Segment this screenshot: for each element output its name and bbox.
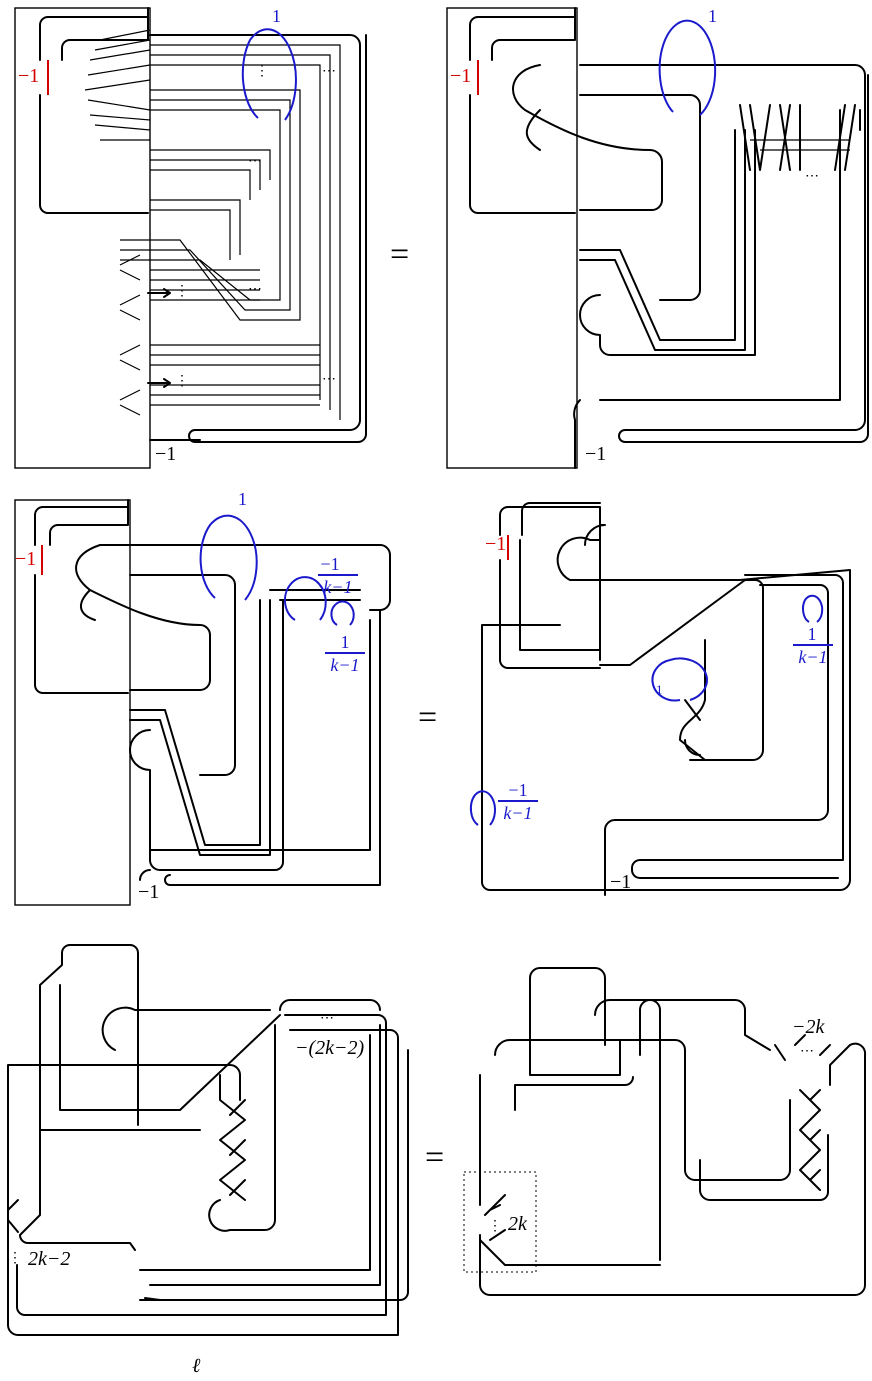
p2-bottom-label: −1 [585, 443, 606, 465]
p3-blue-ring-a [285, 577, 326, 620]
p6-twist-top: −2k [792, 1016, 825, 1038]
p2-strands [513, 65, 868, 468]
p4-bottom-label: −1 [610, 871, 631, 893]
p5-twist-top: −(2k−2) [295, 1037, 365, 1059]
p1-vdots-a: ⋮ [255, 64, 269, 79]
p1-vdots-c: ⋮ [175, 374, 189, 389]
p5-caption: ℓ [192, 1355, 201, 1377]
equals-1: = [390, 236, 409, 273]
p1-dots-d: ⋯ [322, 372, 336, 387]
p4-blue-small-label: 1 [656, 682, 663, 697]
panel-6: ⋯ ⋮ −2k 2k [464, 968, 865, 1295]
p3-frac-a-den: k−1 [323, 577, 352, 597]
p4-frac-a-num: 1 [808, 624, 817, 644]
equals-2: = [418, 699, 437, 736]
p3-red-label: −1 [15, 548, 36, 570]
p1-dots-a: ⋯ [322, 64, 336, 79]
p1-arrows [148, 289, 170, 387]
p5-dots: ⋯ [320, 1011, 334, 1026]
p3-top-hook [35, 500, 128, 545]
p1-vdots-b: ⋮ [175, 284, 189, 299]
p1-bottom-label: −1 [155, 443, 176, 465]
p5-twist-left: 2k−2 [28, 1248, 70, 1270]
panel-3: −1 1 −1 k−1 1 k−1 −1 [15, 489, 390, 905]
panel-2: −1 1 ⋯ −1 [447, 6, 868, 468]
p4-blue-ring-right [803, 596, 822, 622]
p2-red-label: −1 [450, 65, 471, 87]
p4-red-label: −1 [485, 533, 506, 555]
p4-frac-b-den: k−1 [503, 803, 532, 823]
p3-bottom-label: −1 [138, 881, 159, 903]
p3-frac-a-num: −1 [320, 554, 339, 574]
p6-dots: ⋯ [800, 1044, 814, 1059]
p3-frac-b-num: 1 [341, 632, 350, 652]
p5-vdots: ⋮ [8, 1251, 22, 1266]
p3-blue-ring-b [331, 602, 353, 625]
panel-4: −1 1 1 k−1 −1 k−1 −1 [471, 503, 850, 895]
p3-blue-loop [201, 516, 257, 600]
p1-dots-b: ⋯ [248, 154, 262, 169]
p3-left-strand [35, 575, 128, 693]
p1-blue-label: 1 [272, 6, 281, 26]
p4-top-hook [500, 503, 600, 660]
p4-frac-b-num: −1 [508, 780, 527, 800]
panel-5: ⋯ ⋮ −(2k−2) 2k−2 ℓ [8, 945, 408, 1377]
p5-strands [8, 945, 408, 1335]
panel-1: −1 1 ⋯ ⋯ ⋯ ⋯ ⋮ ⋮ ⋮ −1 [15, 6, 366, 468]
p4-strands [482, 525, 850, 895]
p3-blue-label: 1 [238, 489, 247, 509]
p2-dots: ⋯ [805, 169, 819, 184]
p3-frac-b-den: k−1 [330, 655, 359, 675]
p2-blue-label: 1 [708, 6, 717, 26]
equals-3: = [425, 1139, 444, 1176]
p6-twist-box: 2k [508, 1213, 528, 1235]
p4-left-strand [500, 560, 600, 668]
p2-blue-loop [660, 21, 716, 115]
p2-left-strand [470, 95, 575, 213]
p4-frac-a-den: k−1 [798, 647, 827, 667]
p2-top-hook [470, 8, 575, 60]
p1-dots-c: ⋯ [248, 282, 262, 297]
p1-left-strand [40, 95, 148, 213]
p1-blue-loop [243, 29, 296, 120]
p1-red-label: −1 [18, 65, 39, 87]
p6-vdots: ⋮ [488, 1219, 502, 1234]
